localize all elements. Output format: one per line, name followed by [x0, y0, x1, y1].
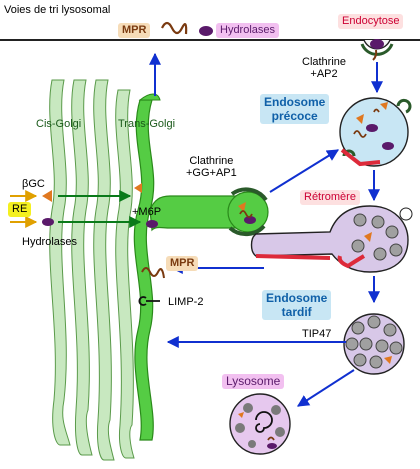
trans-golgi-label: Trans-Golgi	[118, 118, 176, 130]
diagram-title: Voies de tri lysosomal	[4, 4, 111, 16]
trans-golgi-body	[133, 99, 249, 441]
golgi-to-early-endosome-arrow	[269, 149, 340, 193]
clathrin-gga-label: Clathrine +GG+AP1	[186, 155, 237, 179]
bgc-label: βGC	[22, 178, 45, 190]
cis-golgi-label: Cis-Golgi	[36, 118, 82, 130]
golgi-limp2-marker	[138, 296, 160, 306]
lysosome-label: Lysosome	[222, 374, 285, 389]
lysosome	[229, 393, 291, 455]
retromer-label: Rétromère	[300, 190, 360, 205]
late-endosome-label: Endosome tardif	[262, 290, 332, 320]
early-endosome	[339, 97, 412, 167]
golgi-mpr-marker	[141, 267, 165, 279]
re-label: RE	[8, 202, 32, 217]
top-hydrolases-label: Hydrolases	[216, 23, 280, 38]
hydrolases-input-label: Hydrolases	[22, 236, 78, 248]
top-mpr-icon	[161, 21, 188, 35]
clathrin-ap2-label: Clathrine +AP2	[302, 56, 347, 80]
early-endosome-label: Endosome précoce	[260, 94, 330, 124]
m6p-label: +M6P	[132, 206, 162, 218]
mpr-return-label: MPR	[166, 256, 199, 271]
golgi-bud-vesicle	[227, 187, 269, 237]
retromer-compartment	[250, 205, 413, 273]
golgi-hydrolase-marker	[146, 220, 158, 228]
endocytosis-pit	[360, 39, 394, 61]
trans-golgi-tip	[138, 93, 161, 101]
late-endosome	[343, 313, 405, 375]
limp2-label: LIMP-2	[168, 296, 204, 308]
late-endosome-to-lysosome-arrow	[296, 369, 355, 407]
bgc-input-shape	[42, 190, 52, 202]
cis-golgi-cisternae	[49, 79, 135, 461]
endocytose-label: Endocytose	[338, 14, 404, 29]
hydrolase-input-shape	[42, 218, 54, 226]
tip47-label: TIP47	[302, 328, 332, 340]
top-mpr-label: MPR	[118, 23, 151, 38]
top-hydrolase-icon	[199, 26, 213, 36]
golgi-bgc-marker	[134, 183, 142, 193]
